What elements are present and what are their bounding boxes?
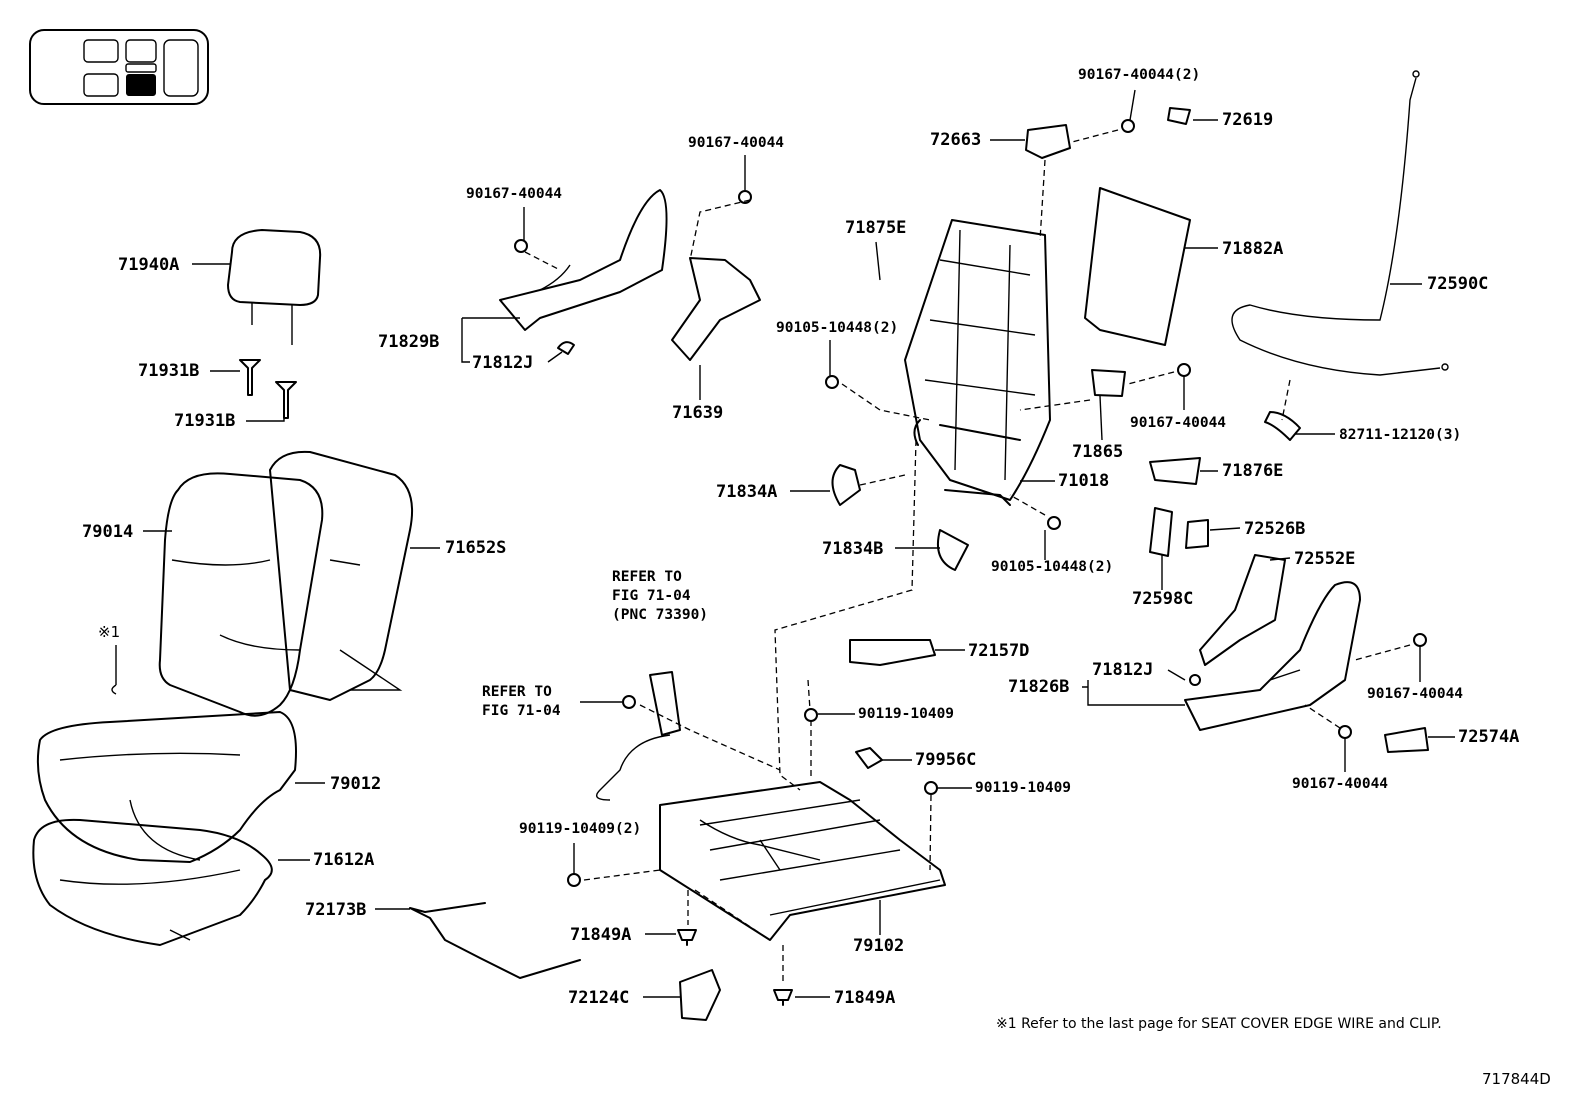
cover-72124c <box>679 969 721 1021</box>
label-82711-12120-3x: 82711-12120(3) <box>1339 427 1462 443</box>
label-71882a: 71882A <box>1222 239 1284 259</box>
seat-cushion-cover <box>36 711 297 863</box>
striker-71865 <box>1091 369 1126 397</box>
assembly-lines <box>524 129 1411 985</box>
note-mark: ※1 <box>98 623 121 641</box>
label-90167-40044-a: 90167-40044 <box>688 135 785 151</box>
label-71931b-a: 71931B <box>138 361 200 381</box>
clip-79956c <box>855 747 883 769</box>
label-71875e: 71875E <box>845 218 907 238</box>
bolts <box>514 119 1427 887</box>
label-71652s: 71652S <box>445 538 507 558</box>
refer-note-pnc-73390: REFER TO FIG 71-04 (PNC 73390) <box>612 569 709 623</box>
seat-cushion-pad <box>32 818 273 946</box>
label-90119-10409-b: 90119-10409 <box>975 780 1072 796</box>
label-90105-10448-2x-b: 90105-10448(2) <box>991 559 1114 575</box>
back-board <box>1084 187 1191 346</box>
label-71018: 71018 <box>1058 471 1110 491</box>
label-71639: 71639 <box>672 403 724 423</box>
label-79014: 79014 <box>82 522 134 542</box>
guide-72663 <box>1025 124 1071 159</box>
label-79012: 79012 <box>330 774 382 794</box>
hinge-cover-lower <box>1184 581 1361 731</box>
label-72598c: 72598C <box>1132 589 1194 609</box>
refer-note-fig-71-04: REFER TO FIG 71-04 <box>482 684 561 719</box>
clip-72619 <box>1167 107 1191 125</box>
label-90167-40044-d: 90167-40044 <box>1367 686 1464 702</box>
label-71940a: 71940A <box>118 255 180 275</box>
label-72173b: 72173B <box>305 900 367 920</box>
label-90167-40044-e: 90167-40044 <box>1292 776 1389 792</box>
seat-adjuster <box>659 781 946 941</box>
seatback-frame <box>904 219 1051 506</box>
cover-72526b <box>1185 519 1209 549</box>
label-72124c: 72124C <box>568 988 630 1008</box>
label-71876e: 71876E <box>1222 461 1284 481</box>
cable-clamp <box>1264 411 1301 441</box>
label-71849a-b: 71849A <box>834 988 896 1008</box>
clip-71812j-b <box>1189 674 1201 686</box>
figure-code: 717844D <box>1482 1070 1551 1088</box>
label-72552e: 72552E <box>1294 549 1356 569</box>
headrest <box>227 229 322 345</box>
label-72574a: 72574A <box>1458 727 1520 747</box>
label-71812j-b: 71812J <box>1092 660 1154 680</box>
footnote: ※1 Refer to the last page for SEAT COVER… <box>996 1016 1442 1032</box>
label-72526b: 72526B <box>1244 519 1306 539</box>
release-cable <box>1231 70 1449 421</box>
label-90167-40044-c: 90167-40044 <box>1130 415 1227 431</box>
label-90167-40044-b: 90167-40044 <box>466 186 563 202</box>
label-72157d: 72157D <box>968 641 1030 661</box>
hinge-cover-upper <box>499 189 668 331</box>
label-72619: 72619 <box>1222 110 1274 130</box>
clip-71849a-a <box>677 929 697 946</box>
label-71812j-a: 71812J <box>472 353 534 373</box>
cover-72598c <box>1149 507 1173 557</box>
label-71931b-b: 71931B <box>174 411 236 431</box>
seat-belt-buckle <box>596 671 681 801</box>
label-72663: 72663 <box>930 130 982 150</box>
cover-71834b <box>936 529 969 571</box>
cover-72157d <box>849 639 936 666</box>
label-90119-10409-a: 90119-10409 <box>858 706 955 722</box>
cover-72574a <box>1384 727 1429 753</box>
label-71829b: 71829B <box>378 332 440 352</box>
clip-71812j-a <box>557 341 575 355</box>
cover-71876e <box>1149 457 1201 485</box>
label-71612a: 71612A <box>313 850 375 870</box>
clip-71849a-b <box>773 989 793 1006</box>
label-72590c: 72590C <box>1427 274 1489 294</box>
label-71834a: 71834A <box>716 482 778 502</box>
label-79956c: 79956C <box>915 750 977 770</box>
label-79102: 79102 <box>853 936 905 956</box>
leader-lines <box>111 89 1455 998</box>
label-71865: 71865 <box>1072 442 1124 462</box>
headrest-support <box>239 359 297 419</box>
label-90105-10448-2x-a: 90105-10448(2) <box>776 320 899 336</box>
seatback-cover <box>158 472 324 717</box>
label-71826b: 71826B <box>1008 677 1070 697</box>
label-71834b: 71834B <box>822 539 884 559</box>
seatback-pad <box>269 450 414 701</box>
cover-71834a <box>831 464 861 506</box>
edge-wire <box>409 902 581 979</box>
label-90119-10409-2x: 90119-10409(2) <box>519 821 642 837</box>
seat-locator-inset <box>29 29 209 105</box>
cover-71639 <box>671 257 761 361</box>
label-90167-40044-2x: 90167-40044(2) <box>1078 67 1201 83</box>
cover-72552e <box>1199 554 1286 666</box>
label-71849a-a: 71849A <box>570 925 632 945</box>
